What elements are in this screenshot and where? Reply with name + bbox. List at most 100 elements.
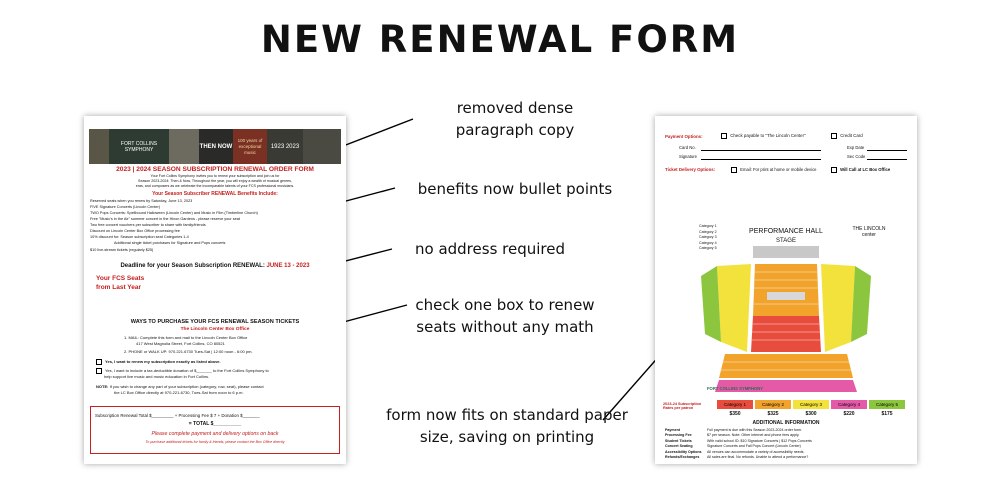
rates-label: 2023-24 Subscription Rates per patron — [663, 402, 702, 410]
info-row: Payment Full payment is due with this Sea… — [665, 428, 802, 432]
banner-photo-1 — [89, 129, 109, 164]
sec-code-label: Sec Code — [847, 154, 866, 159]
section-center — [751, 264, 821, 352]
will-call-checkbox[interactable] — [831, 167, 837, 173]
category-price: $175 — [881, 411, 893, 417]
banner-years: 1923 2023 — [267, 129, 303, 164]
mail-line: 1. MAIL: Complete this form and mail to … — [124, 335, 248, 340]
stage-block — [753, 246, 819, 258]
benefit-item: Two free concert vouchers per subscriber… — [90, 223, 206, 227]
section-left-wing — [701, 264, 751, 352]
seats-label: Your FCS Seats — [96, 275, 145, 282]
donation-checkbox[interactable] — [96, 368, 102, 374]
info-row: Processing Fee $7 per season. Note: Other… — [665, 433, 799, 437]
check-payable-checkbox[interactable] — [721, 133, 727, 139]
info-row: Refunds/Exchanges All sales are final. No… — [665, 455, 808, 459]
category-legend: Category 1 Category 2 Category 3 Categor… — [699, 224, 717, 251]
ways-subtitle: The Lincoln Center Box Office — [180, 327, 250, 332]
benefit-item: $10 live-stream tickets (regularly $25) — [90, 248, 154, 252]
info-text: $7 per season. Note: Other internet and … — [707, 433, 800, 438]
donation-checkbox-row[interactable]: Yes, I want to include a tax-deductible … — [96, 368, 269, 374]
deadline-line: Deadline for your Season Subscription RE… — [120, 263, 310, 269]
stage-label: STAGE — [776, 238, 796, 244]
benefit-item: Reserved seats when you renew by Saturda… — [90, 199, 193, 203]
will-call-option[interactable]: Will Call at LC Box Office — [831, 167, 890, 173]
info-label: Concert Seating — [665, 444, 693, 449]
info-label: Accessibility Options — [665, 449, 702, 454]
delivery-options-label: Ticket Delivery Options: — [665, 167, 716, 172]
renew-checkbox[interactable] — [96, 359, 102, 365]
banner-logo: FORT COLLINS SYMPHONY — [109, 129, 169, 164]
info-text: All sales are final. No refunds. Unable … — [707, 455, 809, 459]
benefit-item: Discount on Lincoln Center Box Office pr… — [90, 229, 180, 233]
info-text: Signature Concerts and Fall Pops Concert… — [707, 444, 801, 449]
category-price: $325 — [767, 411, 779, 417]
category-price: $350 — [729, 411, 741, 417]
form-heading: 2023 | 2024 SEASON SUBSCRIPTION RENEWAL … — [116, 166, 314, 173]
banner-100-years: 100 years of exceptional music — [233, 129, 267, 164]
sum-line: Subscription Renewal Total $_________ + … — [95, 413, 260, 418]
benefit-item: Additional single ticket purchases for S… — [114, 241, 226, 245]
card-no-field[interactable] — [701, 150, 821, 151]
intro-line-3: eras, and composers as we celebrate the … — [135, 184, 295, 188]
renew-checkbox-row[interactable]: Yes, I want to renew my subscription exa… — [96, 359, 221, 365]
card-no-label: Card No. — [679, 145, 696, 150]
signature-field[interactable] — [701, 159, 821, 160]
purchase-note: To purchase additional tickets for famil… — [145, 440, 285, 444]
note-line: NOTE: If you wish to change any part of … — [96, 384, 264, 389]
mail-address: 417 West Magnolia Street, Fort Collins, … — [136, 341, 225, 346]
banner-then-now: THEN NOW — [199, 129, 233, 164]
renewal-form-front: FORT COLLINS SYMPHONY THEN NOW 100 years… — [84, 116, 346, 464]
info-label: Processing Fee — [665, 433, 692, 438]
exp-date-label: Exp Date — [847, 145, 865, 150]
category-cell: Category 5 — [869, 400, 905, 409]
complete-payment-line: Please complete payment and delivery opt… — [151, 431, 279, 437]
form-banner: FORT COLLINS SYMPHONY THEN NOW 100 years… — [89, 129, 341, 164]
section-rear — [715, 354, 857, 392]
benefit-item: 10% discount for: Season subscription se… — [90, 235, 189, 239]
email-checkbox[interactable] — [731, 167, 737, 173]
info-label: Student Tickets — [665, 438, 692, 443]
banner-photo-2 — [169, 129, 199, 164]
category-cell: Category 2 — [755, 400, 791, 409]
benefit-item: TWO Pops Concerts: Spellbound Halloween … — [90, 211, 258, 215]
totals-box: Subscription Renewal Total $_________ + … — [90, 406, 340, 454]
info-text: With valid school ID: $10 Signature Conc… — [707, 438, 812, 443]
seats-label: from Last Year — [96, 284, 142, 291]
banner-photo-3 — [303, 129, 341, 164]
category-cell: Category 1 — [717, 400, 753, 409]
exp-date-field[interactable] — [867, 150, 907, 151]
info-text: Full payment is due with this Season 202… — [707, 428, 803, 432]
sec-code-field[interactable] — [867, 159, 907, 160]
benefit-item: Free "Music's in the Air" summer concert… — [90, 217, 240, 221]
credit-card-checkbox[interactable] — [831, 133, 837, 139]
note-line-2: the LC Box Office directly at 970-221-67… — [114, 390, 244, 395]
renewal-form-back: Payment Options: Check payable to "The L… — [655, 116, 917, 464]
additional-info-title: ADDITIONAL INFORMATION — [752, 420, 820, 426]
annotation-no-address: no address required — [415, 240, 565, 258]
category-price: $220 — [843, 411, 855, 417]
lincoln-logo: THE LINCOLN center — [852, 226, 886, 238]
intro-line-2: Season 2023-2024: Then & Now. Throughout… — [138, 179, 292, 183]
annotation-removed-copy: removed dense paragraph copy — [455, 99, 575, 139]
intro-line-1: Your Fort Collins Symphony invites you t… — [150, 174, 280, 178]
benefits-title: Your Season Subscriber RENEWAL Benefits … — [152, 191, 278, 197]
benefit-item: FIVE Signature Concerts (Lincoln Center) — [90, 205, 161, 209]
annotation-paper-size: form now fits on standard paper size, sa… — [386, 406, 628, 446]
info-row: Student Tickets With valid school ID: $10… — [665, 439, 812, 443]
ways-title: WAYS TO PURCHASE YOUR FCS RENEWAL SEASON… — [130, 319, 300, 325]
credit-card-option[interactable]: Credit Card — [831, 133, 863, 139]
check-payable-option[interactable]: Check payable to "The Lincoln Center" — [721, 133, 806, 139]
info-label: Payment — [665, 428, 680, 432]
section-right-wing — [821, 264, 871, 352]
info-row: Concert Seating Signature Concerts and Fa… — [665, 444, 801, 448]
phone-line: 2. PHONE or WALK UP: 970.221.6730 Tues-S… — [124, 349, 253, 354]
info-text: All venues can accommodate a variety of … — [707, 449, 805, 454]
category-cell: Category 3 — [793, 400, 829, 409]
email-delivery-option[interactable]: Email: For print at home or mobile devic… — [731, 167, 817, 173]
category-price: $300 — [805, 411, 817, 417]
info-row: Accessibility Options All venues can acco… — [665, 450, 804, 454]
info-label: Refunds/Exchanges — [665, 455, 700, 459]
annotation-check-box: check one box to renew seats without any… — [415, 296, 595, 336]
signature-label: Signature — [679, 154, 697, 159]
